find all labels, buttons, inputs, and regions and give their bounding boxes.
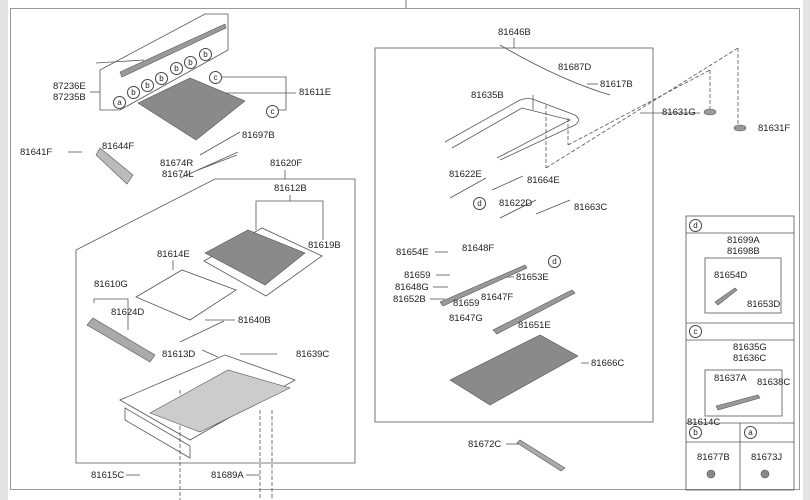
part-label[interactable]: 81699A <box>727 235 760 246</box>
part-label[interactable]: 81612B <box>274 183 307 194</box>
part-label[interactable]: 81641F <box>20 147 53 158</box>
callout-c: c <box>266 105 279 118</box>
part-label[interactable]: 81672C <box>468 439 502 450</box>
part-label[interactable]: 81644F <box>102 141 135 152</box>
callout-b: b <box>199 48 212 61</box>
callout-a: a <box>113 96 126 109</box>
inset-d-header: d <box>689 219 702 232</box>
part-label[interactable]: 81659 <box>453 298 480 309</box>
part-label[interactable]: 81635B <box>471 90 504 101</box>
part-label[interactable]: 81611E <box>299 87 332 98</box>
part-label[interactable]: 81653D <box>747 299 781 310</box>
callout-b: b <box>170 62 183 75</box>
glass-81612B <box>204 229 306 286</box>
part-label[interactable]: 81674L <box>162 169 194 180</box>
part-label[interactable]: 81631G <box>662 107 696 118</box>
part-label[interactable]: 81687D <box>558 62 592 73</box>
part-label[interactable]: 81615C <box>91 470 125 481</box>
part-label[interactable]: 81666C <box>591 358 625 369</box>
callout-c: c <box>209 71 222 84</box>
part-label[interactable]: 81664E <box>527 175 560 186</box>
part-label[interactable]: 81631F <box>758 123 791 134</box>
part-label[interactable]: 81648G <box>395 282 429 293</box>
part-label[interactable]: 81674R <box>160 158 194 169</box>
part-label[interactable]: 81653E <box>516 272 549 283</box>
part-label[interactable]: 81622E <box>449 169 482 180</box>
part-label[interactable]: 87236E <box>53 81 86 92</box>
part-label[interactable]: 81613D <box>162 349 196 360</box>
part-label[interactable]: 81651E <box>518 320 551 331</box>
inset-c-header: c <box>689 325 702 338</box>
roof-panel-81611E <box>137 77 246 141</box>
inset-a-header: a <box>744 426 757 439</box>
diagram-frame <box>10 8 800 490</box>
part-label[interactable]: 81619B <box>308 240 341 251</box>
part-label[interactable]: 81647G <box>449 313 483 324</box>
part-label[interactable]: 81635G <box>733 342 767 353</box>
part-label[interactable]: 81610G <box>94 279 128 290</box>
part-label[interactable]: 81652B <box>393 294 426 305</box>
part-label[interactable]: 81636C <box>733 353 767 364</box>
callout-b: b <box>141 79 154 92</box>
part-label[interactable]: 81637A <box>714 373 747 384</box>
part-label[interactable]: 81639C <box>296 349 330 360</box>
part-label[interactable]: 81638C <box>757 377 791 388</box>
callout-d: d <box>473 197 486 210</box>
callout-b: b <box>127 86 140 99</box>
roller-blind-81666C <box>449 334 579 406</box>
callout-b: b <box>155 72 168 85</box>
part-label[interactable]: 81640B <box>238 315 271 326</box>
scrollbar[interactable] <box>803 0 810 500</box>
part-label[interactable]: 81689A <box>211 470 244 481</box>
part-label[interactable]: 81617B <box>600 79 633 90</box>
inset-b-header: b <box>689 426 702 439</box>
part-label[interactable]: 81697B <box>242 130 275 141</box>
part-label[interactable]: 81654E <box>396 247 429 258</box>
part-label[interactable]: 81677B <box>697 452 730 463</box>
part-label[interactable]: 81646B <box>498 27 531 38</box>
left-gutter <box>0 0 8 500</box>
part-label[interactable]: 81624D <box>111 307 145 318</box>
part-label[interactable]: 81663C <box>574 202 608 213</box>
part-label[interactable]: 81673J <box>751 452 783 463</box>
part-label[interactable]: 81648F <box>462 243 495 254</box>
part-label[interactable]: 81647F <box>481 292 514 303</box>
part-label[interactable]: 81614E <box>157 249 190 260</box>
callout-b: b <box>184 56 197 69</box>
part-label[interactable]: 81659 <box>404 270 431 281</box>
part-label[interactable]: 81620F <box>270 158 303 169</box>
part-label[interactable]: 81698B <box>727 246 760 257</box>
callout-d: d <box>548 255 561 268</box>
part-label[interactable]: 81622D <box>499 198 533 209</box>
part-label[interactable]: 81654D <box>714 270 748 281</box>
part-label[interactable]: 87235B <box>53 92 86 103</box>
part-label[interactable]: 81614C <box>687 417 721 428</box>
